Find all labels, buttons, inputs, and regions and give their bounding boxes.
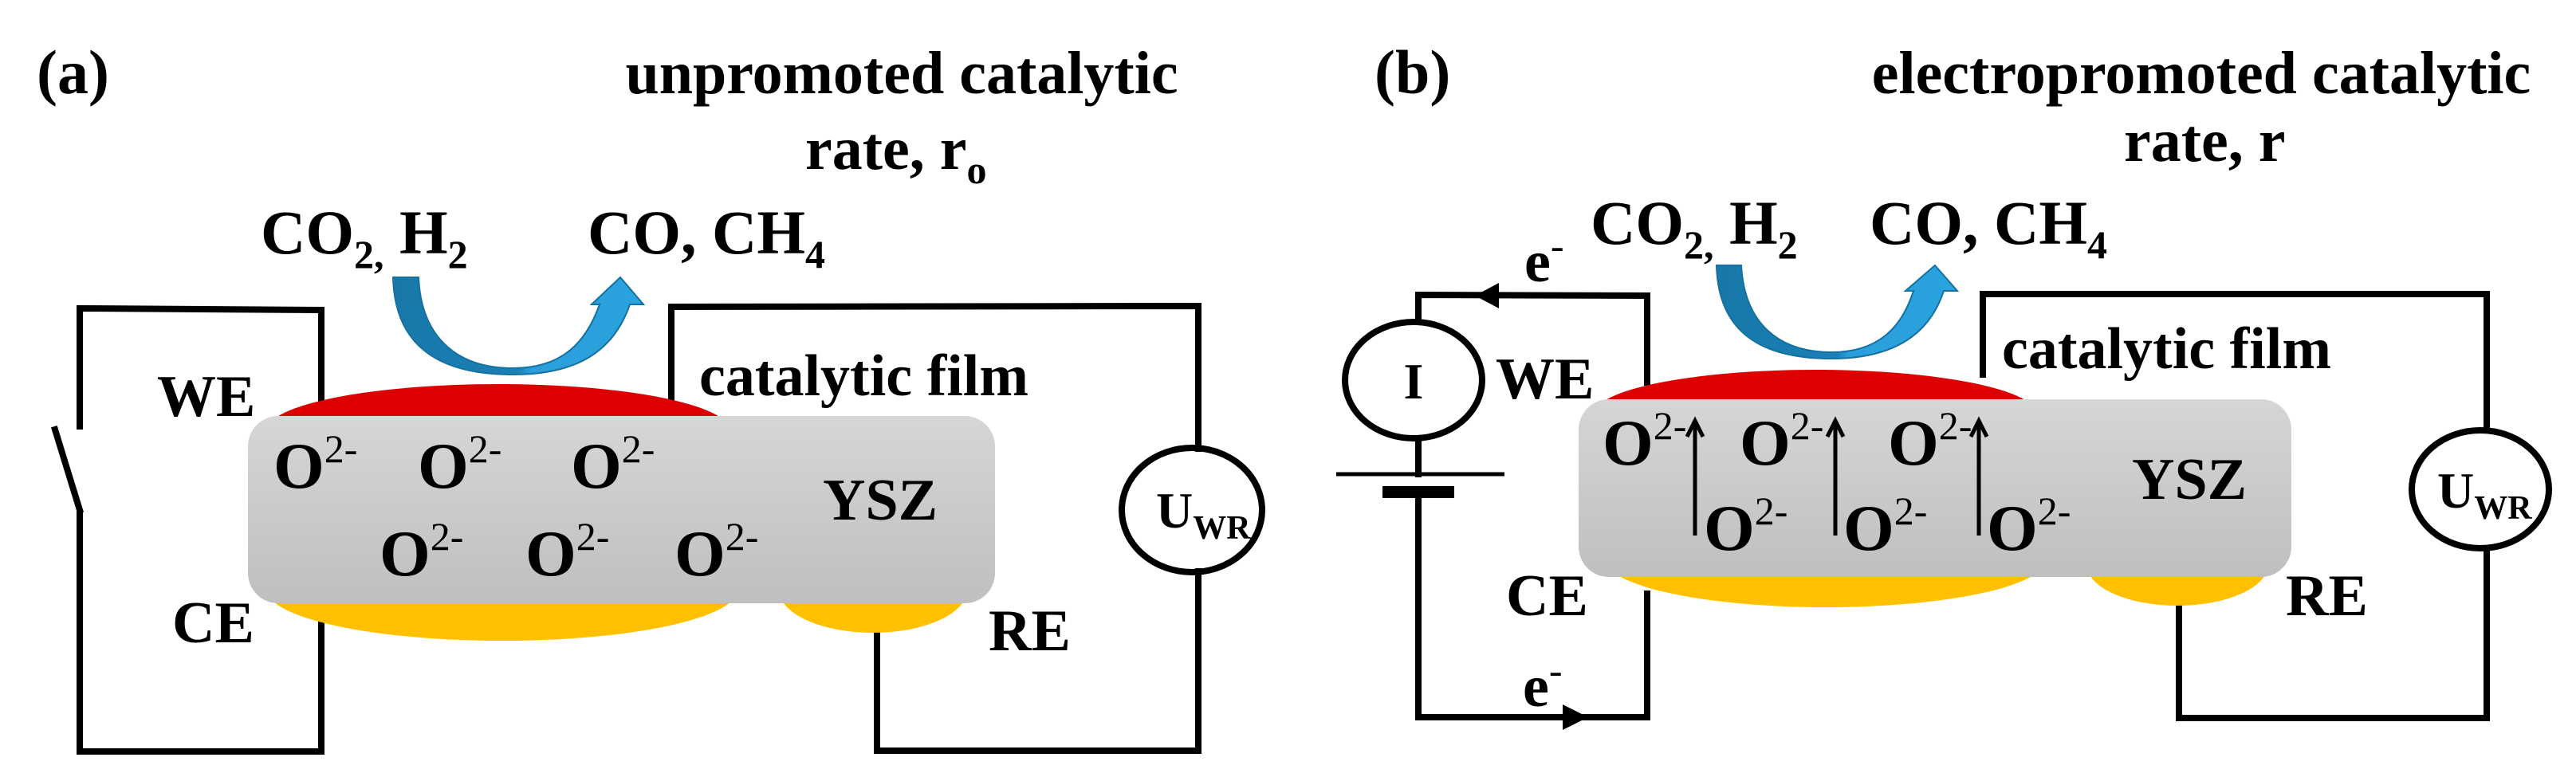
products-subscript: 4 [2087, 222, 2107, 267]
current-source-circuit: I e- e- [1336, 223, 1650, 730]
we-re-circuit: UWR [1980, 291, 2552, 721]
panel-a-label: (a) [37, 37, 109, 107]
panel-b-title-line1: electropromoted catalytic [1872, 40, 2531, 107]
ion: O2- [1740, 403, 1823, 479]
panel-a: (a) unpromoted catalytic rate, ro CO2, H… [37, 37, 1265, 755]
panel-b-title-line2: rate, r [2124, 108, 2286, 175]
electron-label-top: e- [1524, 223, 1564, 295]
we-re-circuit: UWR [668, 302, 1265, 754]
panel-b-label: (b) [1375, 37, 1450, 107]
panel-a-products: CO, CH4 [588, 198, 825, 277]
panel-b-products: CO, CH4 [1870, 188, 2107, 267]
voltmeter-label: UWR [2437, 462, 2532, 527]
we-ce-circuit [51, 304, 324, 755]
reaction-arrow-icon [391, 276, 646, 376]
products-text: CO, CH [1870, 188, 2087, 257]
we-label: WE [157, 364, 255, 430]
reactant-h-subscript: 2 [448, 232, 468, 277]
voltmeter-main: U [1156, 482, 1193, 539]
ion: O2- [1603, 403, 1686, 479]
ion-migration-arrows [1685, 416, 1989, 536]
panel-a-title-line2: rate, ro [805, 116, 987, 192]
panel-a-title-line1: unpromoted catalytic [625, 40, 1178, 107]
rate-text: rate, r [2124, 108, 2286, 175]
reaction-arrow-icon [1715, 264, 1960, 360]
re-label: RE [2286, 563, 2368, 629]
ce-label: CE [1506, 563, 1588, 629]
voltmeter-label: UWR [1156, 482, 1251, 547]
products-text: CO, CH [588, 198, 805, 267]
oxygen-ions: O2- O2- O2- O2- O2- O2- [1603, 403, 2071, 564]
ce-label: CE [172, 591, 254, 656]
open-switch-icon [51, 426, 84, 514]
voltmeter-subscript: WR [1193, 510, 1251, 547]
voltmeter-subscript: WR [2474, 490, 2532, 527]
panel-a-reactants: CO2, H2 [261, 198, 468, 277]
reactant-co: CO [1591, 188, 1684, 257]
reactant-co-subscript: 2, [1684, 222, 1714, 267]
ysz-electrolyte [248, 416, 995, 603]
products-subscript: 4 [805, 232, 825, 277]
rate-subscript: o [967, 147, 987, 192]
ion: O2- [273, 426, 357, 502]
ion: O2- [525, 514, 609, 590]
rate-text: rate, r [805, 116, 967, 182]
current-source-label: I [1404, 353, 1424, 410]
ysz-label: YSZ [823, 468, 938, 533]
we-label: WE [1496, 347, 1594, 412]
ysz-electrolyte [1579, 399, 2291, 577]
ion: O2- [1987, 489, 2071, 564]
ysz-label: YSZ [2132, 447, 2247, 512]
ion: O2- [1888, 403, 1972, 479]
ion: O2- [571, 426, 655, 502]
reactant-co: CO [261, 198, 354, 267]
oxygen-ions: O2- O2- O2- O2- O2- O2- [273, 426, 758, 590]
electron-flow-arrow-icon [1475, 283, 1499, 308]
reactant-h: H [1714, 188, 1778, 257]
electron-label-bottom: e- [1523, 648, 1563, 720]
voltmeter-main: U [2437, 462, 2474, 519]
voltmeter-icon [1119, 445, 1265, 575]
voltmeter-icon [2409, 427, 2552, 551]
current-source-icon [1342, 319, 1485, 441]
panel-b: (b) electropromoted catalytic rate, r CO… [1336, 37, 2552, 730]
ion: O2- [418, 426, 501, 502]
ion: O2- [1704, 489, 1787, 564]
ion: O2- [1843, 489, 1927, 564]
battery-short-plate-icon [1382, 486, 1454, 498]
reactant-co-subscript: 2, [354, 232, 384, 277]
re-label: RE [989, 598, 1071, 664]
reactant-h-subscript: 2 [1778, 222, 1798, 267]
catalytic-film-label: catalytic film [2002, 316, 2331, 382]
catalytic-film-label: catalytic film [699, 343, 1028, 409]
electron-flow-arrow-icon [1563, 704, 1588, 730]
panel-b-reactants: CO2, H2 [1591, 188, 1798, 267]
ion: O2- [380, 514, 463, 590]
ion: O2- [674, 514, 758, 590]
reactant-h: H [384, 198, 448, 267]
